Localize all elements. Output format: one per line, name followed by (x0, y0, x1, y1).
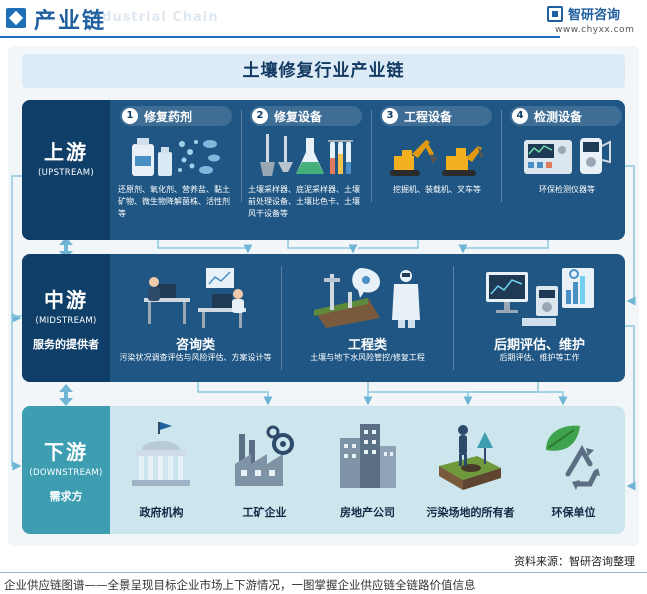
upstream-tier: 上游 (UPSTREAM) 1 修复药剂 (22, 100, 625, 240)
upstream-cards: 1 修复药剂 (110, 100, 625, 240)
footer-tagline: 企业供应链图谱——全景呈现目标企业市场上下游情况，一图掌握企业供应链全链路价值信… (4, 578, 476, 592)
testing-instrument-icon (524, 138, 611, 174)
downstream-card-environmental: 环保单位 (522, 406, 625, 534)
downstream-card-real-estate: 房地产公司 (316, 406, 419, 534)
excavator-icon (390, 140, 484, 176)
reagent-bottles-icon (132, 138, 220, 176)
page-header: Industrial Chain 产业链 智研咨询 www.chyxx.com (0, 0, 647, 38)
upstream-card-repair-equipment: 2 修复设备 (242, 100, 370, 240)
upstream-title: 上游 (44, 140, 88, 164)
card-header: 2 修复设备 (250, 106, 362, 126)
page-title: 产业链 (34, 9, 107, 34)
midstream-subtitle: 服务的提供者 (33, 338, 99, 351)
card-label: 工程设备 (404, 110, 453, 124)
card-label: 修复设备 (274, 110, 323, 124)
midstream-card-evaluation: 后期评估、维护 后期评估、维护等工作 (454, 254, 625, 382)
card-divider (501, 110, 502, 202)
card-desc: 土壤与地下水风险管控/修复工程 (310, 353, 425, 362)
card-desc: 还原剂、氧化剂、营养盐、黏土矿物、微生物降解菌株、活性剂等 (118, 185, 230, 218)
factory-icon (235, 425, 294, 486)
downstream-header: 下游 (DOWNSTREAM) 需求方 (22, 406, 110, 534)
card-number: 3 (382, 108, 398, 124)
card-label: 污染场地的所有者 (426, 506, 515, 519)
card-label: 政府机构 (139, 506, 184, 519)
brand-name: 智研咨询 (568, 8, 621, 23)
card-label: 咨询类 (175, 338, 215, 353)
remediation-site-icon (314, 268, 420, 328)
header-watermark: Industrial Chain (86, 10, 219, 25)
contaminated-land-icon (439, 425, 501, 490)
card-desc: 挖掘机、装载机、叉车等 (393, 185, 481, 194)
card-label: 房地产公司 (340, 506, 395, 519)
recycle-leaf-icon (546, 425, 600, 490)
card-divider (371, 110, 372, 202)
consulting-desk-icon (144, 268, 246, 328)
midstream-card-engineering: 工程类 土壤与地下水风险管控/修复工程 (282, 254, 453, 382)
card-desc: 环保检测仪器等 (539, 185, 595, 194)
downstream-card-government: 政府机构 (110, 406, 213, 534)
footer-divider (0, 572, 647, 573)
upstream-header: 上游 (UPSTREAM) (22, 100, 110, 240)
card-number: 4 (512, 108, 528, 124)
card-number: 2 (252, 108, 268, 124)
card-label: 工矿企业 (242, 506, 287, 519)
upstream-card-reagents: 1 修复药剂 (112, 100, 240, 240)
card-label: 检测设备 (534, 110, 583, 124)
downstream-tier: 下游 (DOWNSTREAM) 需求方 政府机构 (22, 406, 625, 534)
card-label: 后期评估、维护 (493, 338, 585, 353)
downstream-cards: 政府机构 工矿企业 (110, 406, 625, 534)
card-label: 工程类 (347, 338, 387, 353)
midstream-cards: 咨询类 污染状况调查评估与风险评估、方案设计等 (110, 254, 625, 382)
midstream-tier: 中游 (MIDSTREAM) 服务的提供者 (22, 254, 625, 382)
downstream-card-site-owner: 污染场地的所有者 (419, 406, 522, 534)
shovel-flask-icon (260, 134, 353, 176)
card-desc: 污染状况调查评估与风险评估、方案设计等 (119, 353, 272, 362)
diagram-title: 土壤修复行业产业链 (22, 54, 625, 88)
card-label: 修复药剂 (144, 110, 193, 124)
card-label: 环保单位 (551, 506, 596, 519)
card-header: 1 修复药剂 (120, 106, 232, 126)
upstream-card-engineering-equipment: 3 工程设备 挖掘机、装载机、叉车等 (372, 100, 500, 240)
card-desc: 后期评估、维护等工作 (499, 353, 580, 362)
card-number: 1 (122, 108, 138, 124)
card-divider (281, 266, 282, 370)
midstream-title: 中游 (44, 288, 88, 312)
government-building-icon (132, 422, 190, 486)
brand-logo-icon (547, 6, 563, 22)
card-divider (241, 110, 242, 202)
upstream-title-en: (UPSTREAM) (38, 168, 94, 178)
downstream-card-industry: 工矿企业 (213, 406, 316, 534)
brand: 智研咨询 www.chyxx.com (547, 4, 639, 38)
midstream-header: 中游 (MIDSTREAM) 服务的提供者 (22, 254, 110, 382)
header-divider (0, 36, 560, 38)
downstream-title: 下游 (44, 440, 88, 464)
card-header: 3 工程设备 (380, 106, 492, 126)
downstream-subtitle: 需求方 (49, 490, 83, 503)
card-divider (453, 266, 454, 370)
skyscraper-icon (340, 424, 396, 488)
card-header: 4 检测设备 (510, 106, 622, 126)
data-source: 资料来源：智研咨询整理 (514, 555, 635, 568)
midstream-title-en: (MIDSTREAM) (35, 316, 97, 326)
midstream-card-consulting: 咨询类 污染状况调查评估与风险评估、方案设计等 (110, 254, 281, 382)
brand-url: www.chyxx.com (555, 25, 635, 35)
upstream-card-testing-equipment: 4 检测设备 环保检测仪器等 (502, 100, 625, 240)
header-diamond-icon (6, 8, 26, 28)
monitoring-dashboard-icon (486, 268, 594, 326)
card-desc: 土壤采样器、底泥采样器、土壤前处理设备、土壤比色卡、土壤风干设备等 (248, 185, 360, 218)
downstream-title-en: (DOWNSTREAM) (29, 468, 103, 478)
industry-chain-panel: 土壤修复行业产业链 (8, 46, 639, 546)
